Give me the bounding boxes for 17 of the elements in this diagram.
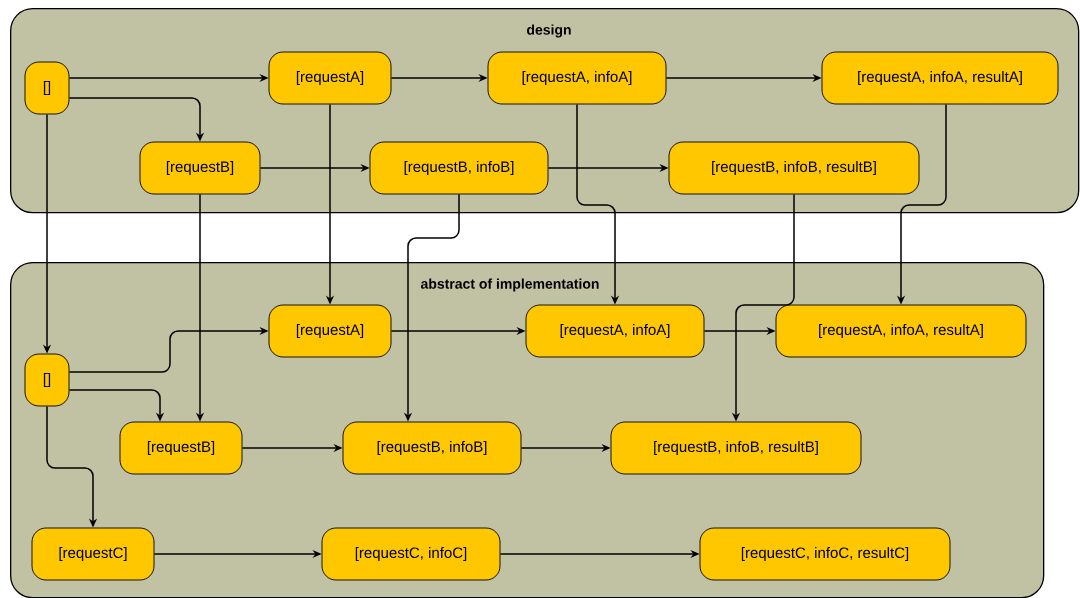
state-box: [requestB] <box>139 141 261 195</box>
state-box: [] <box>24 61 70 115</box>
state-box: [requestB, infoB, resultB] <box>610 421 862 475</box>
state-box: [requestC] <box>31 527 155 581</box>
state-box: [requestA, infoA, resultA] <box>821 51 1059 105</box>
state-box: [requestA] <box>268 51 392 105</box>
state-box: [requestB, infoB, resultB] <box>668 141 920 195</box>
state-box: [requestA] <box>268 304 392 358</box>
state-box: [requestC, infoC] <box>321 527 501 581</box>
state-box: [] <box>24 353 70 407</box>
state-box: [requestC, infoC, resultC] <box>699 527 951 581</box>
state-box: [requestB, infoB] <box>369 141 549 195</box>
state-box: [requestA, infoA, resultA] <box>775 304 1027 358</box>
state-box: [requestA, infoA] <box>487 51 667 105</box>
state-box: [requestB, infoB] <box>342 421 522 475</box>
state-box: [requestB] <box>119 421 243 475</box>
state-box: [requestA, infoA] <box>525 304 705 358</box>
